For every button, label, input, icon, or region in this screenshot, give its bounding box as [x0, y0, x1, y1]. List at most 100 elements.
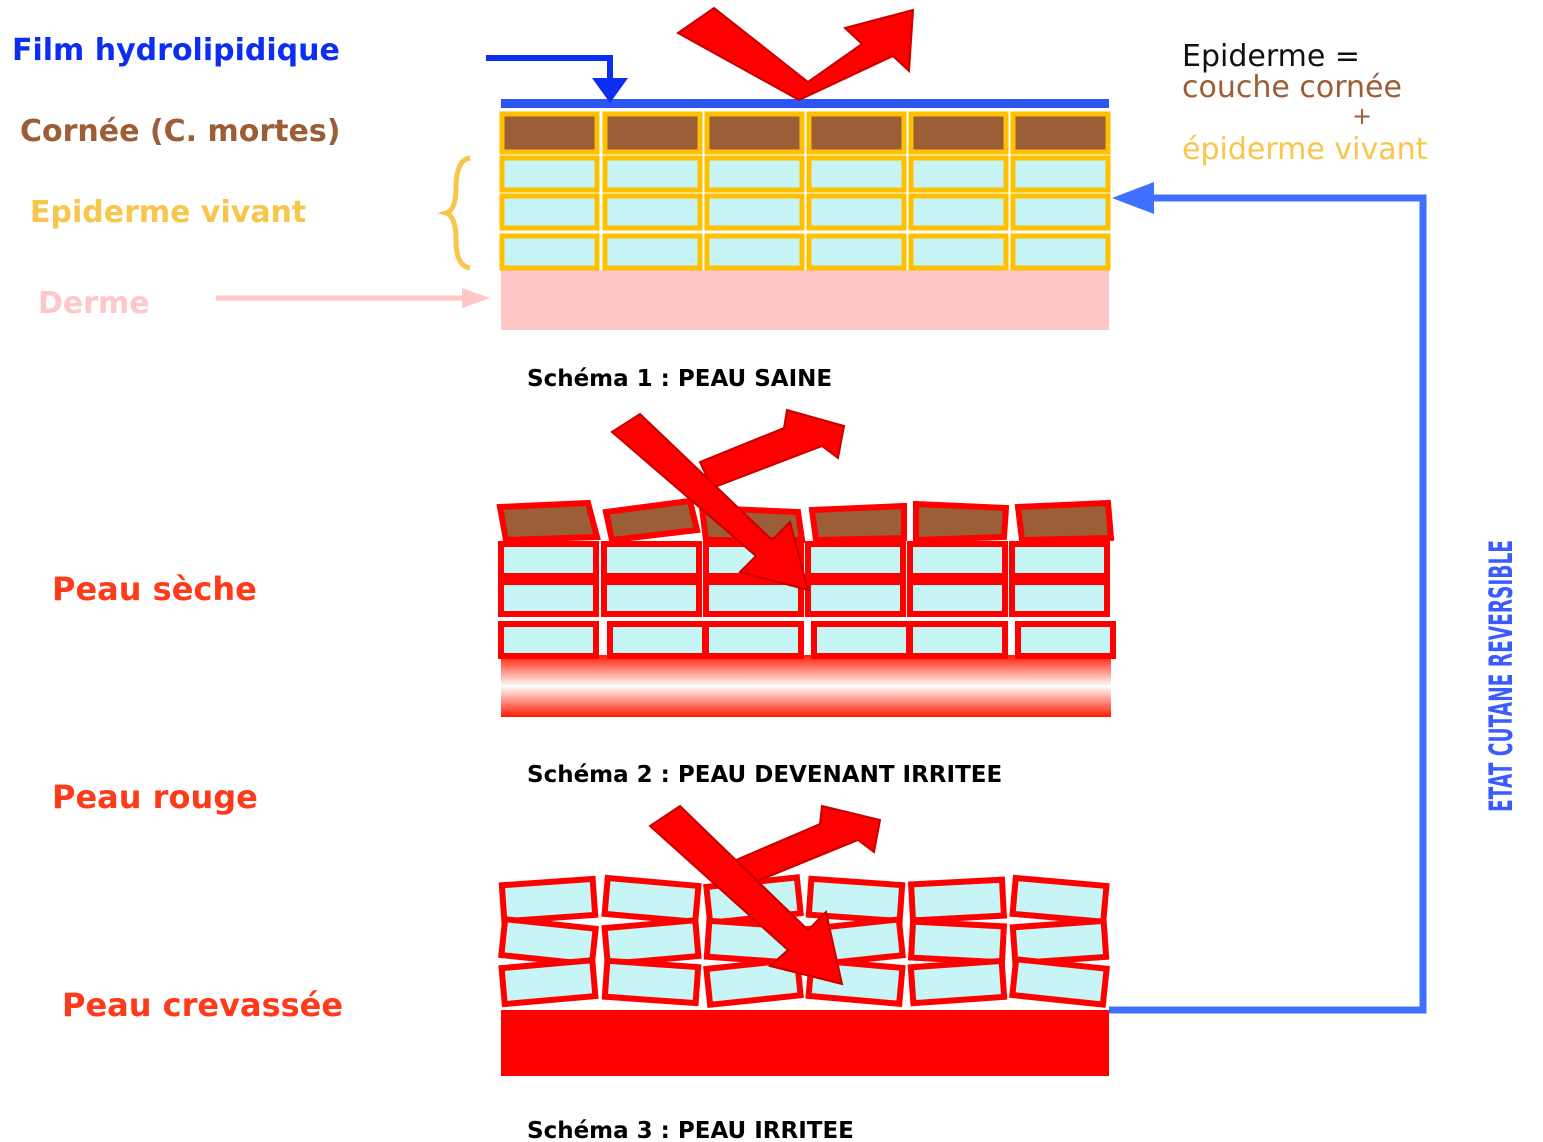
cornee-cell	[1014, 499, 1115, 544]
epiderme-cell-2	[1009, 579, 1110, 617]
cornee-cell	[499, 111, 600, 155]
tilted-cell-group	[907, 957, 1008, 1007]
cornee-cells-2	[496, 497, 1115, 544]
label-film-hydrolipidique: Film hydrolipidique	[12, 33, 340, 68]
epiderme-cells-2	[498, 541, 1116, 659]
cornee-cell	[913, 500, 1010, 544]
film-layer	[501, 99, 1109, 108]
cornee-cell	[704, 111, 805, 155]
epiderme-cell-2	[607, 621, 708, 659]
penetrating-arrow-shape	[648, 804, 844, 986]
label-peau-rouge: Peau rouge	[52, 778, 258, 816]
epiderme-cell-2	[498, 579, 599, 617]
epiderme-cell-2	[907, 579, 1008, 617]
penetrating-arrow-shape	[610, 412, 810, 592]
epiderme-cell-2	[703, 579, 804, 617]
epiderme-cell	[908, 233, 1009, 271]
epiderme-cell	[1010, 155, 1111, 193]
epiderme-cell	[499, 193, 600, 231]
reversible-arrow-head	[1112, 182, 1154, 214]
epiderme-cell-3	[601, 916, 702, 968]
arrow-shape	[676, 6, 915, 102]
cornee-cell	[806, 111, 907, 155]
epiderme-cell-3	[907, 876, 1008, 924]
tilted-cell-group	[805, 875, 906, 925]
derme-irrite-layer	[501, 655, 1111, 717]
label-epiderme-vivant: Epiderme vivant	[30, 195, 306, 230]
film-arrow-line	[486, 55, 613, 82]
epiderme-cell-3	[1009, 874, 1110, 926]
film-arrow-head	[592, 78, 628, 103]
reflected-arrow-2	[610, 408, 846, 592]
epiderme-cell	[1010, 233, 1111, 271]
epiderme-cell-3	[907, 957, 1008, 1007]
tilted-cell-group	[907, 876, 1008, 924]
legend-line1: Epiderme =	[1182, 39, 1360, 74]
epiderme-cell	[602, 233, 703, 271]
epiderme-cell-2	[601, 579, 702, 617]
epiderme-cell-2	[498, 541, 599, 579]
film-arrow	[486, 55, 628, 103]
caption-schema3: Schéma 3 : PEAU IRRITEE	[527, 1118, 854, 1142]
epiderme-cells	[499, 155, 1111, 271]
derme-rouge-layer	[501, 1010, 1109, 1076]
epiderme-cell	[704, 233, 805, 271]
brace-icon	[437, 155, 471, 271]
epiderme-cell	[602, 155, 703, 193]
epiderme-cell-2	[601, 541, 702, 579]
tilted-cell-group	[907, 918, 1008, 966]
derme-arrow-head	[462, 288, 490, 308]
epiderme-cell-2	[805, 541, 906, 579]
epiderme-cell	[806, 155, 907, 193]
cornee-cells	[499, 111, 1111, 155]
cornee-cell	[602, 497, 701, 544]
caption-schema1: Schéma 1 : PEAU SAINE	[527, 366, 832, 392]
tilted-cell-group	[498, 956, 599, 1008]
tilted-cell-group	[498, 875, 599, 925]
epiderme-cell-3	[601, 957, 702, 1007]
tilted-cell-group	[1009, 955, 1110, 1008]
epiderme-cell-3	[805, 875, 906, 925]
tilted-cell-group	[703, 956, 804, 1009]
label-etat-cutane-reversible: ETAT CUTANE REVERSIBLE	[1484, 540, 1521, 812]
epiderme-cell	[908, 155, 1009, 193]
tilted-cell-group	[601, 957, 702, 1007]
epiderme-cell-3	[601, 874, 702, 926]
epiderme-cell	[908, 193, 1009, 231]
cornee-cell	[1010, 111, 1111, 155]
epiderme-cell-3	[498, 875, 599, 925]
reversible-arrow-line	[1109, 194, 1427, 1014]
epiderme-cell	[806, 193, 907, 231]
legend-line3: épiderme vivant	[1182, 132, 1428, 167]
epiderme-cell	[1010, 193, 1111, 231]
epiderme-cell	[602, 193, 703, 231]
epiderme-cell	[499, 233, 600, 271]
cornee-cell	[908, 111, 1009, 155]
epiderme-cell-2	[703, 621, 804, 659]
tilted-cell-group	[601, 874, 702, 926]
epiderme-cell-2	[1015, 621, 1116, 659]
caption-schema2: Schéma 2 : PEAU DEVENANT IRRITEE	[527, 762, 1002, 788]
epiderme-cell-2	[907, 621, 1008, 659]
epiderme-cell-3	[1009, 955, 1110, 1008]
reflected-arrow-3	[648, 804, 882, 986]
epiderme-cell-3	[703, 956, 804, 1009]
epiderme-cell	[499, 155, 600, 193]
epiderme-cell-2	[907, 541, 1008, 579]
cornee-cell	[808, 502, 907, 544]
epiderme-cell-2	[498, 621, 599, 659]
cornee-cell	[602, 111, 703, 155]
label-peau-crevassee: Peau crevassée	[62, 986, 343, 1024]
reversible-arrow	[1109, 182, 1427, 1014]
label-peau-seche: Peau sèche	[52, 570, 257, 608]
reflected-arrow-1	[676, 6, 915, 102]
schema2-skin	[496, 497, 1116, 717]
epiderme-cell-2	[811, 621, 912, 659]
derme-arrow	[216, 288, 490, 308]
epiderme-cell	[806, 233, 907, 271]
label-derme: Derme	[38, 286, 150, 321]
cornee-cell	[496, 499, 601, 544]
schema1-skin	[499, 99, 1111, 330]
epiderme-cell-3	[498, 915, 599, 968]
